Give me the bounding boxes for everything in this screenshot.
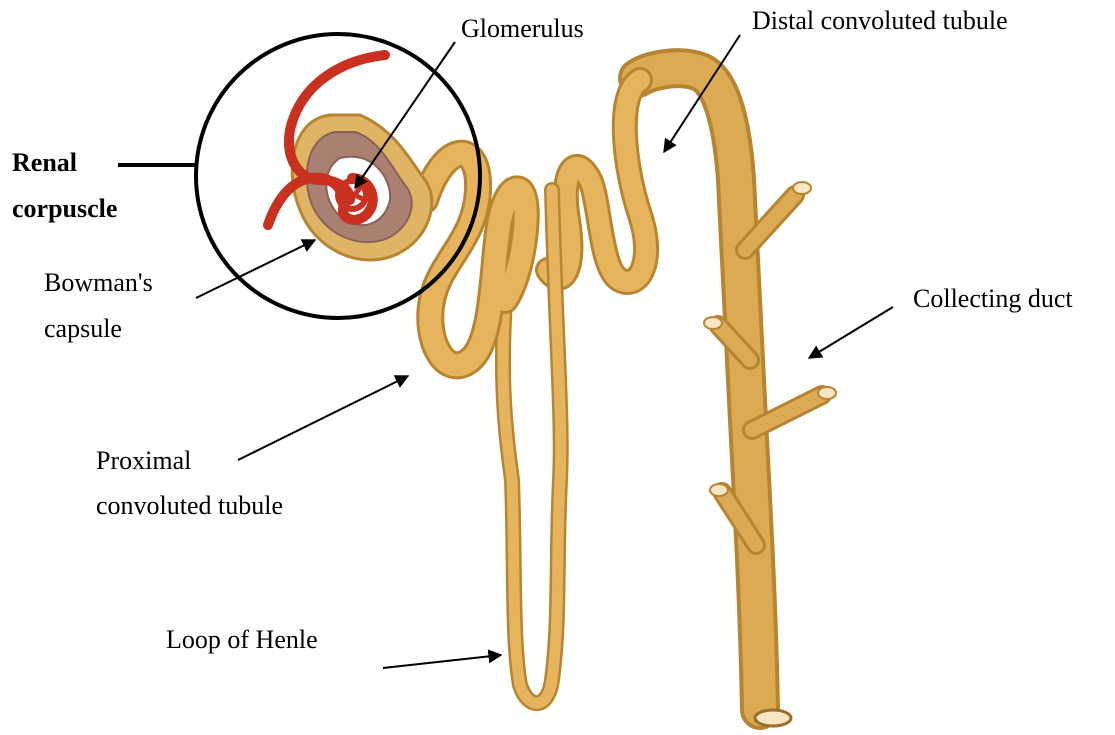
proximal-arrow — [238, 376, 408, 460]
distal-tubule — [548, 80, 646, 282]
bowmans-capsule-label-line1: Bowman's — [44, 264, 153, 302]
collecting-duct-label: Collecting duct — [913, 280, 1073, 318]
glomerulus-label: Glomerulus — [461, 10, 584, 48]
bowmans-capsule-label-line2: capsule — [44, 310, 122, 348]
distal-tubule-label: Distal convoluted tubule — [752, 2, 1008, 40]
loop-of-henle-label: Loop of Henle — [166, 621, 318, 659]
proximal-tubule-label-line1: Proximal — [96, 442, 191, 480]
renal-corpuscle-label-line1: Renal — [12, 144, 77, 182]
collecting-duct — [638, 68, 836, 726]
loop-arrow — [383, 655, 501, 668]
proximal-tubule-label-line2: convoluted tubule — [96, 487, 283, 525]
renal-corpuscle-label-line2: corpuscle — [12, 190, 117, 228]
collecting-arrow — [809, 307, 893, 358]
